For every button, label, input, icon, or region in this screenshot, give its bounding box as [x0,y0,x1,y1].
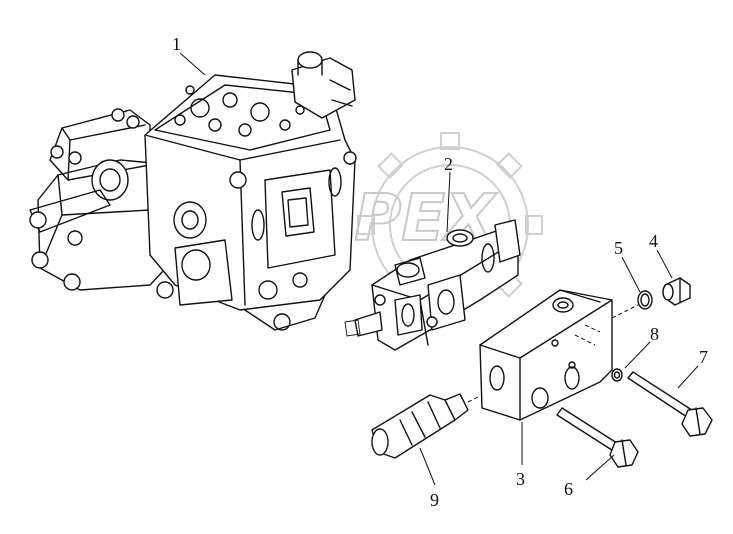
part-3-block [479,289,613,421]
callout-6: 6 [564,479,573,499]
part-1-control-valve [29,51,357,331]
callout-2: 2 [444,154,453,174]
part-7-bolt [627,371,713,437]
callout-leaders [179,52,699,486]
callout-7: 7 [699,347,708,367]
part-2-valve-section [344,219,521,351]
part-6-bolt [556,407,639,468]
part-9-cartridge [371,393,481,459]
part-4-plug [662,277,691,306]
callout-1: 1 [172,34,181,54]
part-8-o-ring [611,368,623,382]
callout-3: 3 [516,469,525,489]
callout-labels: 1 2 3 4 5 6 7 8 9 [172,34,708,510]
callout-8: 8 [650,324,659,344]
callout-5: 5 [614,238,623,258]
callout-4: 4 [649,231,658,251]
part-5-o-ring [611,290,653,319]
callout-9: 9 [430,490,439,510]
